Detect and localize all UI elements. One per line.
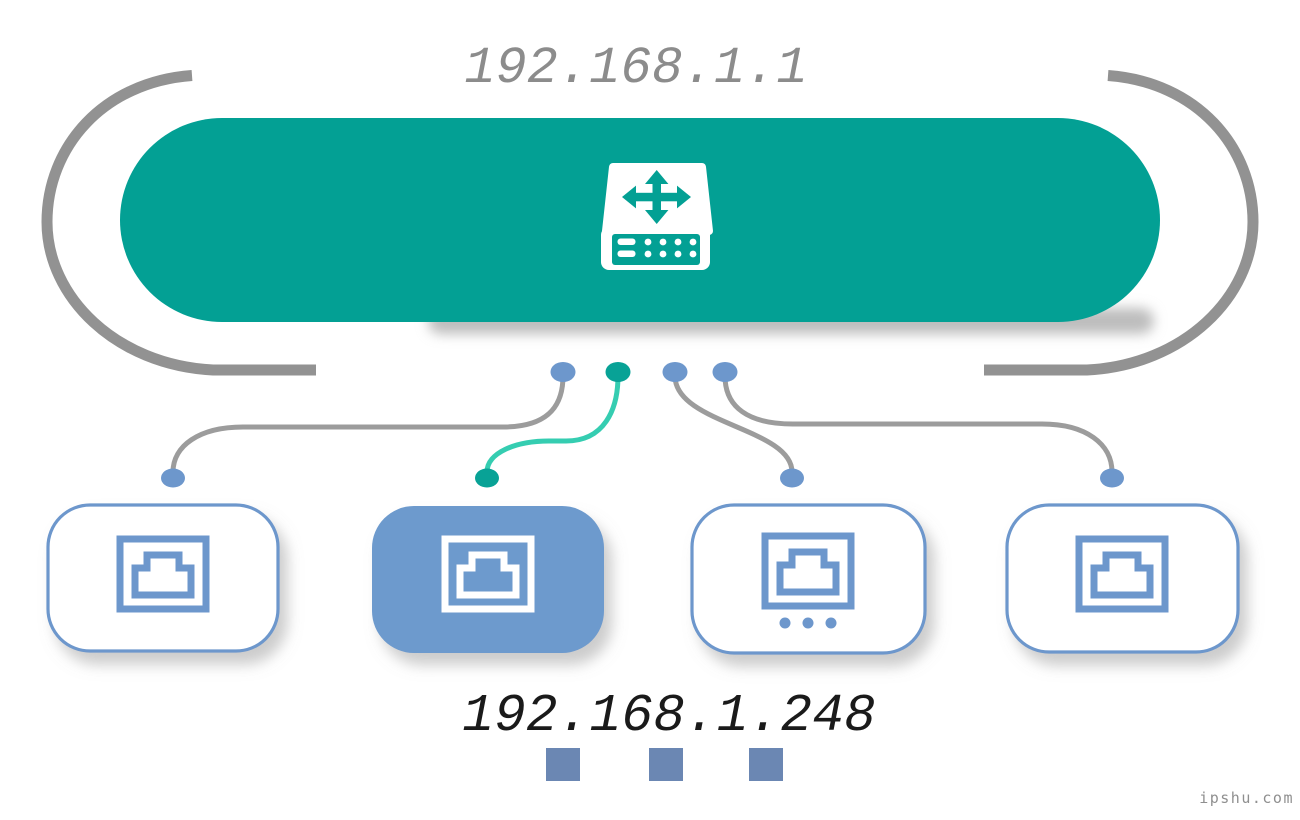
switch-router-icon (601, 163, 713, 270)
square-2 (649, 748, 683, 781)
device-box-1 (46, 503, 280, 653)
port-dot-4 (712, 362, 738, 382)
move-arrows-icon (622, 170, 691, 224)
square-1 (546, 748, 580, 781)
wire-port4-device4 (722, 375, 1115, 473)
device1-dot (161, 468, 185, 488)
port-dot-2-active (605, 362, 631, 382)
device3-dot (780, 468, 804, 488)
square-3 (749, 748, 783, 781)
watermark-text: ipshu.com (1199, 789, 1294, 807)
device-connector-dots (161, 468, 1124, 488)
wire-port2-device2-active (484, 375, 621, 473)
port-dot-3 (662, 362, 688, 382)
device-box (46, 503, 280, 653)
device-box (690, 503, 927, 655)
device-box (372, 506, 604, 653)
wire-port3-device3 (672, 375, 795, 473)
port-dot-1 (550, 362, 576, 382)
panel-leds (617, 238, 697, 258)
ellipsis-icon (779, 617, 837, 629)
subnet-squares (546, 748, 783, 781)
device4-dot (1100, 468, 1124, 488)
router-port-dots (550, 362, 738, 382)
device-box-3 (690, 503, 927, 655)
device-box-2-highlighted (372, 506, 604, 653)
device-box (1005, 503, 1240, 654)
left-arc (41, 70, 316, 376)
router-ip-label: 192.168.1.1 (464, 39, 807, 98)
device2-dot-active (475, 468, 499, 488)
right-arc (984, 70, 1259, 376)
device-box-4 (1005, 503, 1240, 654)
wires (170, 375, 1115, 473)
device-ip-label: 192.168.1.248 (462, 686, 875, 746)
wire-port1-device1 (170, 375, 566, 473)
